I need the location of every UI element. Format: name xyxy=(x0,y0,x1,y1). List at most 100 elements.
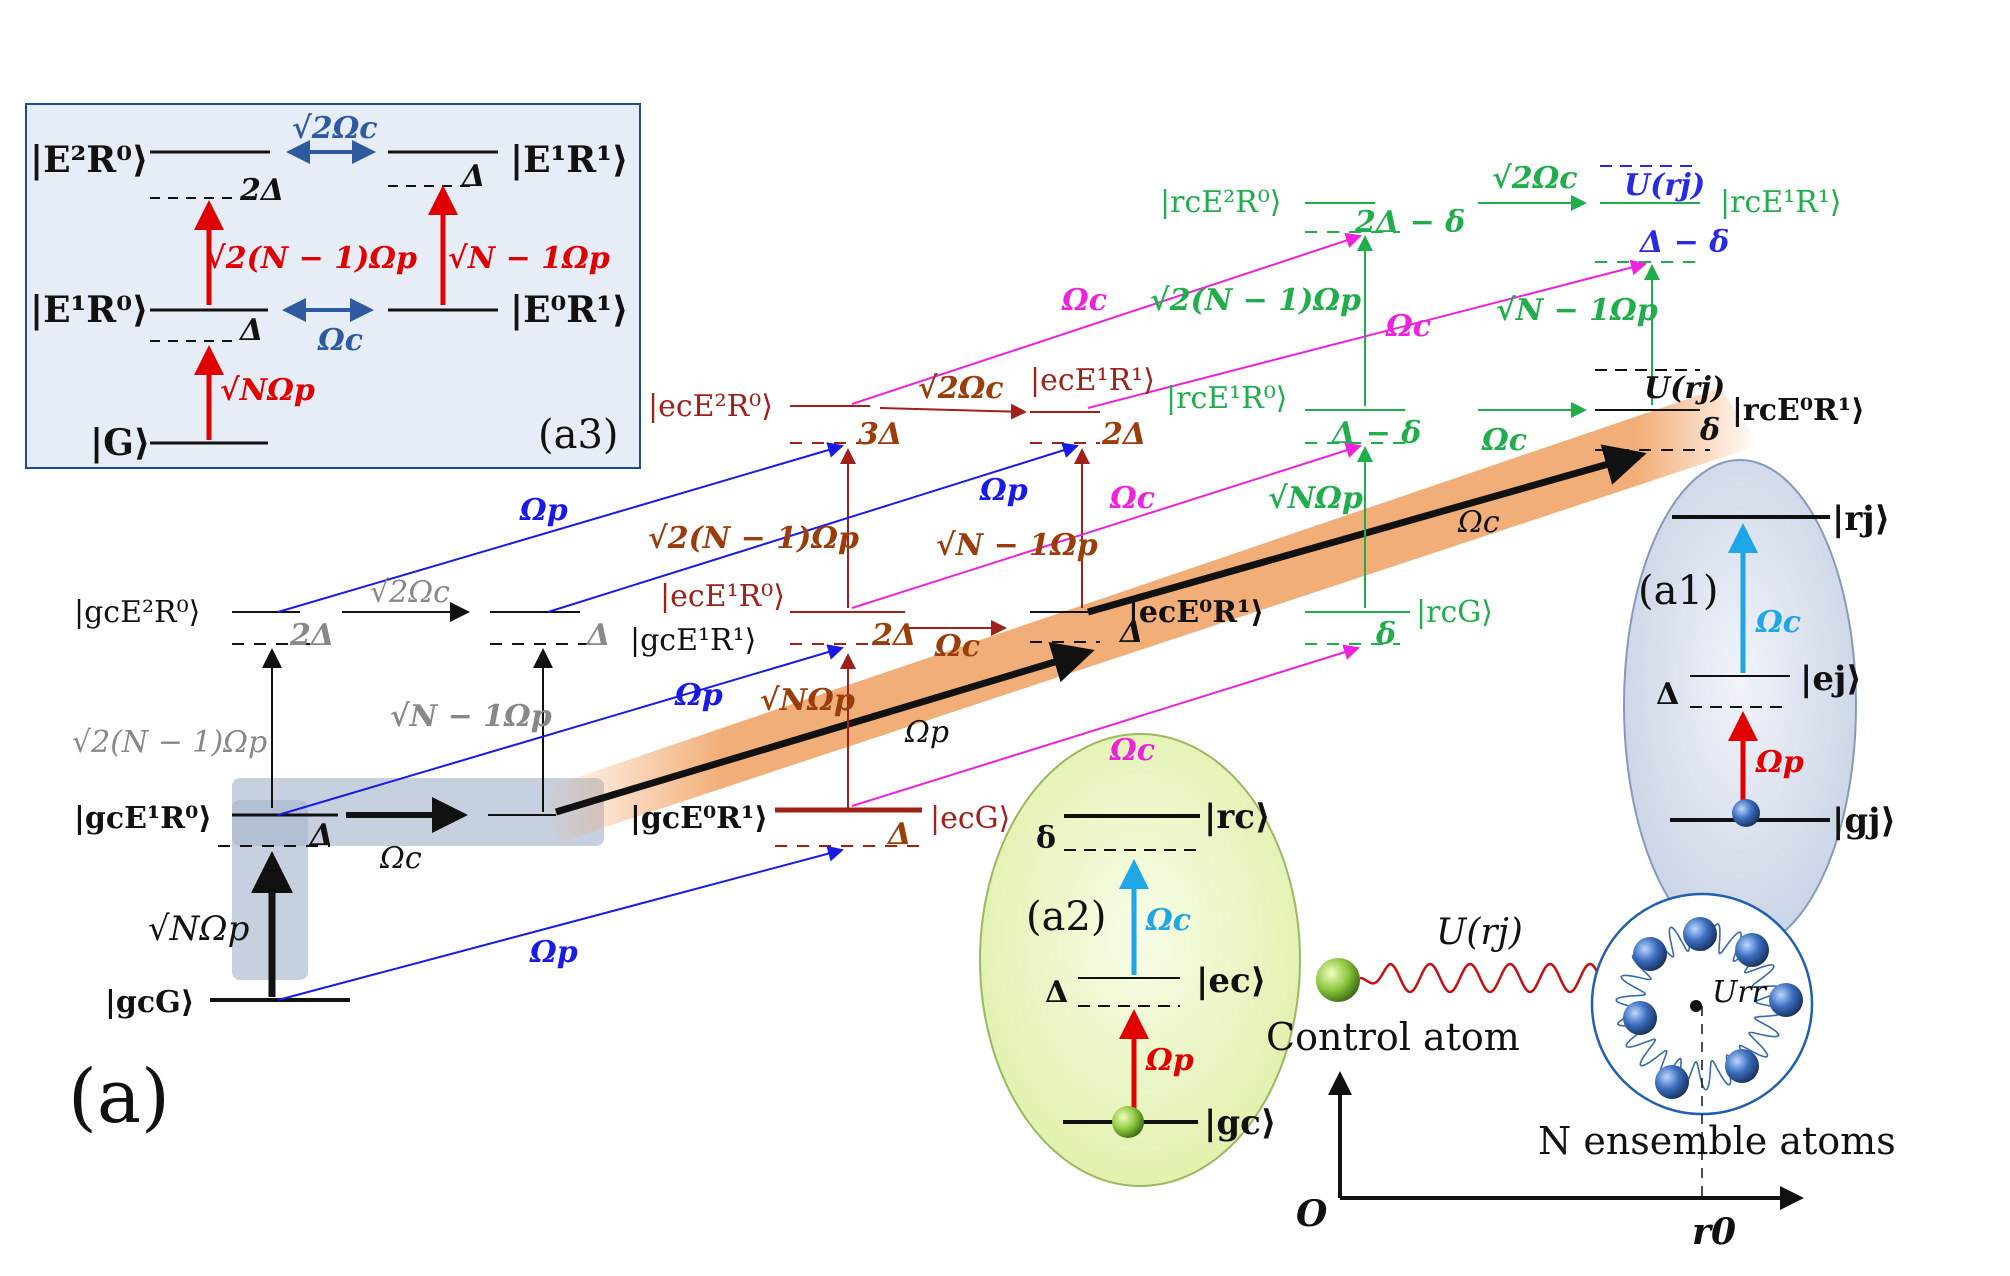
blue-op-4: Ωp xyxy=(529,935,578,970)
state-gcE2R0: |gcE²R⁰⟩ xyxy=(74,595,200,630)
a3-detuning-d-top: Δ xyxy=(460,159,485,194)
figure-label: (a) xyxy=(68,1054,170,1140)
e-sqrt2-oc: √2Ωc xyxy=(918,371,1004,406)
g-det-d2: Δ xyxy=(308,818,333,853)
e-det-3d: 3Δ xyxy=(858,417,902,452)
g-sqrt2-oc: √2Ωc xyxy=(370,575,450,610)
mag-oc-4: Ωc xyxy=(1109,733,1155,768)
interaction-label: U(rj) xyxy=(1436,912,1523,953)
r-sqrt2-oc: √2Ωc xyxy=(1492,161,1578,196)
state-rcE1R1: |rcE¹R¹⟩ xyxy=(1720,185,1842,220)
g-sqrtn1-op: √N − 1Ωp xyxy=(390,699,552,734)
g-sqrtn-op: √NΩp xyxy=(148,909,249,949)
blue-op-2: Ωp xyxy=(979,473,1028,508)
a3-state-e1r0: |E¹R⁰⟩ xyxy=(30,289,148,331)
r-det-2dd: 2Δ − δ xyxy=(1354,205,1465,240)
e-det-d-a: Δ xyxy=(1118,615,1143,650)
interaction-wave xyxy=(1359,962,1602,994)
g-det-d1: Δ xyxy=(585,618,610,653)
a2-op: Ωp xyxy=(1145,1043,1194,1078)
a2-state-e: |ec⟩ xyxy=(1196,961,1266,1001)
a1-label: (a1) xyxy=(1638,568,1719,614)
a3-sqrtn-op: √NΩp xyxy=(220,373,315,408)
a3-sqrtn1-op: √N − 1Ωp xyxy=(448,241,610,276)
r-det-dd-a: Δ − δ xyxy=(1638,225,1729,260)
a3-detuning-d-mid: Δ xyxy=(238,313,263,348)
r-sqrtn1-op: √N − 1Ωp xyxy=(1496,293,1658,328)
magenta-couplings xyxy=(851,232,1647,807)
a2-oc: Ωc xyxy=(1145,903,1191,938)
state-ecE0R1: |ecE⁰R¹⟩ xyxy=(1128,595,1264,630)
state-ecE2R0: |ecE²R⁰⟩ xyxy=(648,389,773,424)
r-det-d: δ xyxy=(1375,617,1396,652)
state-rcG: |rcG⟩ xyxy=(1416,595,1493,630)
a3-label: (a3) xyxy=(538,412,619,458)
a3-state-g: |G⟩ xyxy=(90,422,150,464)
a3-sqrt2-oc: √2Ωc xyxy=(292,111,378,146)
mag-oc-3: Ωc xyxy=(1109,481,1155,516)
e-det-2d-b: 2Δ xyxy=(871,618,916,653)
e-oc: Ωc xyxy=(934,629,980,664)
a3-detuning-2d: 2Δ xyxy=(239,173,284,208)
state-rcE1R0: |rcE¹R⁰⟩ xyxy=(1166,381,1288,416)
r-sqrt2n1-op: √2(N − 1)Ωp xyxy=(1150,283,1361,318)
state-gcE0R1: |gcE⁰R¹⟩ xyxy=(630,801,768,836)
beam-oc: Ωc xyxy=(1457,505,1500,540)
beam-op: Ωp xyxy=(904,715,949,750)
mag-oc-1: Ωc xyxy=(1061,283,1107,318)
r-oc: Ωc xyxy=(1481,423,1527,458)
g-sqrt2n1-op: √2(N − 1)Ωp xyxy=(72,725,267,760)
blue-op-1: Ωp xyxy=(519,493,568,528)
a2-state-g: |gc⟩ xyxy=(1204,1103,1276,1143)
state-rcE2R0: |rcE²R⁰⟩ xyxy=(1160,185,1282,220)
e-det-d-b: Δ xyxy=(886,817,911,852)
a1-delta: Δ xyxy=(1656,677,1679,712)
e-sqrtn1-op: √N − 1Ωp xyxy=(936,528,1098,563)
urr-label: Urr xyxy=(1712,975,1768,1010)
blue-op-3: Ωp xyxy=(674,678,723,713)
a2-label: (a2) xyxy=(1026,894,1107,940)
a1-oc: Ωc xyxy=(1755,605,1801,640)
a3-state-e0r1: |E⁰R¹⟩ xyxy=(510,289,628,331)
r-det-dd-b: Δ − δ xyxy=(1330,416,1421,451)
inset-a3 xyxy=(25,103,641,469)
g-det-2d: 2Δ xyxy=(289,618,334,653)
a1-state-e: |ej⟩ xyxy=(1800,659,1862,699)
r-det-u-top: U(rj) xyxy=(1624,168,1705,203)
state-rcE0R1: |rcE⁰R¹⟩ xyxy=(1732,393,1865,428)
a1-state-r: |rj⟩ xyxy=(1832,499,1890,539)
ensemble-label: N ensemble atoms xyxy=(1538,1119,1896,1163)
state-ecG: |ecG⟩ xyxy=(930,801,1010,836)
blue-couplings xyxy=(277,442,1079,1001)
axis-origin: O xyxy=(1296,1193,1328,1235)
atom-schematic xyxy=(1316,892,1814,1210)
e-sqrtn-op: √NΩp xyxy=(760,683,855,718)
state-gcG: |gcG⟩ xyxy=(105,985,195,1020)
e-det-2d-a: 2Δ xyxy=(1101,417,1146,452)
a1-state-g: |gj⟩ xyxy=(1832,801,1896,841)
g-oc: Ωc xyxy=(379,841,422,876)
a3-oc: Ωc xyxy=(317,323,363,358)
state-gcE1R1: |gcE¹R¹⟩ xyxy=(630,623,756,658)
a3-state-e2r0: |E²R⁰⟩ xyxy=(30,139,148,181)
a2-state-r: |rc⟩ xyxy=(1204,797,1271,837)
mag-oc-2: Ωc xyxy=(1385,309,1431,344)
a2-delta-e: Δ xyxy=(1045,975,1068,1010)
a2-delta-r: δ xyxy=(1036,821,1056,856)
inset-a2 xyxy=(979,733,1301,1187)
state-gcE1R0: |gcE¹R⁰⟩ xyxy=(74,801,212,836)
control-atom xyxy=(1316,958,1360,1002)
state-ecE1R1: |ecE¹R¹⟩ xyxy=(1030,363,1155,398)
e-sqrt2n1-op: √2(N − 1)Ωp xyxy=(648,521,859,556)
a3-sqrt2n1-op: √2(N − 1)Ωp xyxy=(206,241,417,276)
control-atom-label: Control atom xyxy=(1266,1015,1520,1059)
state-ecE1R0: |ecE¹R⁰⟩ xyxy=(660,579,785,614)
r-det-u-mid: U(rj) xyxy=(1644,371,1725,406)
a3-state-e1r1: |E¹R¹⟩ xyxy=(510,139,628,181)
a1-op: Ωp xyxy=(1755,745,1804,780)
r-sqrtn-op: √NΩp xyxy=(1268,481,1363,516)
r-det-delta: δ xyxy=(1699,413,1720,448)
